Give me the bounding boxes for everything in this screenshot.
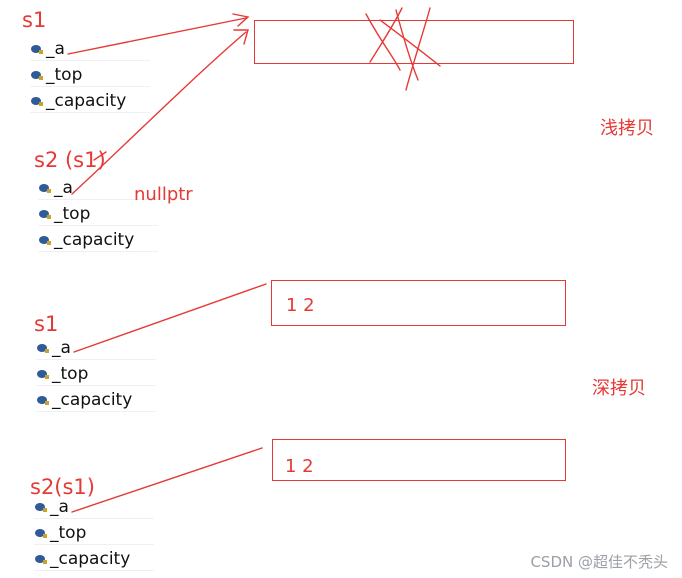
field-name: _capacity <box>50 549 131 569</box>
freed-x-mark <box>405 7 431 91</box>
field-icon <box>39 184 51 193</box>
field-row: _capacity <box>34 548 154 571</box>
field-name: _top <box>46 65 83 85</box>
field-icon <box>31 71 43 80</box>
field-row: _a <box>30 38 150 61</box>
field-row: _capacity <box>36 389 156 412</box>
deep-copy-label: 深拷贝 <box>592 378 646 399</box>
field-name: _capacity <box>54 230 135 250</box>
heap-block-content: 1 2 <box>286 295 315 316</box>
field-icon <box>31 97 43 106</box>
field-name: _a <box>46 39 65 59</box>
freed-x-mark <box>395 9 419 81</box>
field-icon <box>35 555 47 564</box>
field-icon <box>39 236 51 245</box>
field-icon <box>31 45 43 54</box>
freed-x-mark <box>369 7 403 63</box>
watermark-text: CSDN @超佳不秃头 <box>530 553 668 571</box>
field-icon <box>37 396 49 405</box>
field-icon <box>37 370 49 379</box>
shallow-copy-label: 浅拷贝 <box>600 118 654 139</box>
object-label-s2-shallow: s2 (s1) <box>34 148 106 172</box>
object-label-s1-deep: s1 <box>34 312 59 336</box>
field-row: _a <box>36 337 156 360</box>
freed-x-mark <box>365 13 401 71</box>
field-name: _top <box>52 364 89 384</box>
pointer-arrow-s1 <box>67 17 247 55</box>
field-name: _a <box>54 178 73 198</box>
pointer-arrow-s2 <box>71 31 247 195</box>
strike-mark <box>93 151 107 161</box>
field-row: _capacity <box>38 229 158 252</box>
nullptr-label: nullptr <box>134 184 193 205</box>
object-label-s1-shallow: s1 <box>22 8 47 32</box>
field-name: _top <box>50 523 87 543</box>
heap-block-deep-s2: 1 2 <box>272 439 566 481</box>
field-icon <box>35 529 47 538</box>
arrowhead <box>232 13 250 27</box>
field-row: _capacity <box>30 90 150 113</box>
freed-x-mark <box>379 19 441 67</box>
field-name: _capacity <box>52 390 133 410</box>
heap-block-content: 1 2 <box>285 456 314 477</box>
pointer-arrow-s1-deep <box>73 283 267 353</box>
field-icon <box>35 503 47 512</box>
field-icon <box>39 210 51 219</box>
field-row: _top <box>30 64 150 87</box>
field-name: _top <box>54 204 91 224</box>
field-name: _a <box>52 338 71 358</box>
field-row: _top <box>38 203 158 226</box>
pointer-arrow-s2-deep <box>71 447 263 513</box>
field-icon <box>37 344 49 353</box>
field-row: _top <box>34 522 154 545</box>
field-row: _a <box>38 177 158 200</box>
object-label-s2-deep: s2(s1) <box>30 475 95 499</box>
field-row: _top <box>36 363 156 386</box>
field-name: _capacity <box>46 91 127 111</box>
arrowhead <box>233 29 249 45</box>
heap-block-deep-s1: 1 2 <box>271 280 566 326</box>
field-row: _a <box>34 496 154 519</box>
field-name: _a <box>50 497 69 517</box>
